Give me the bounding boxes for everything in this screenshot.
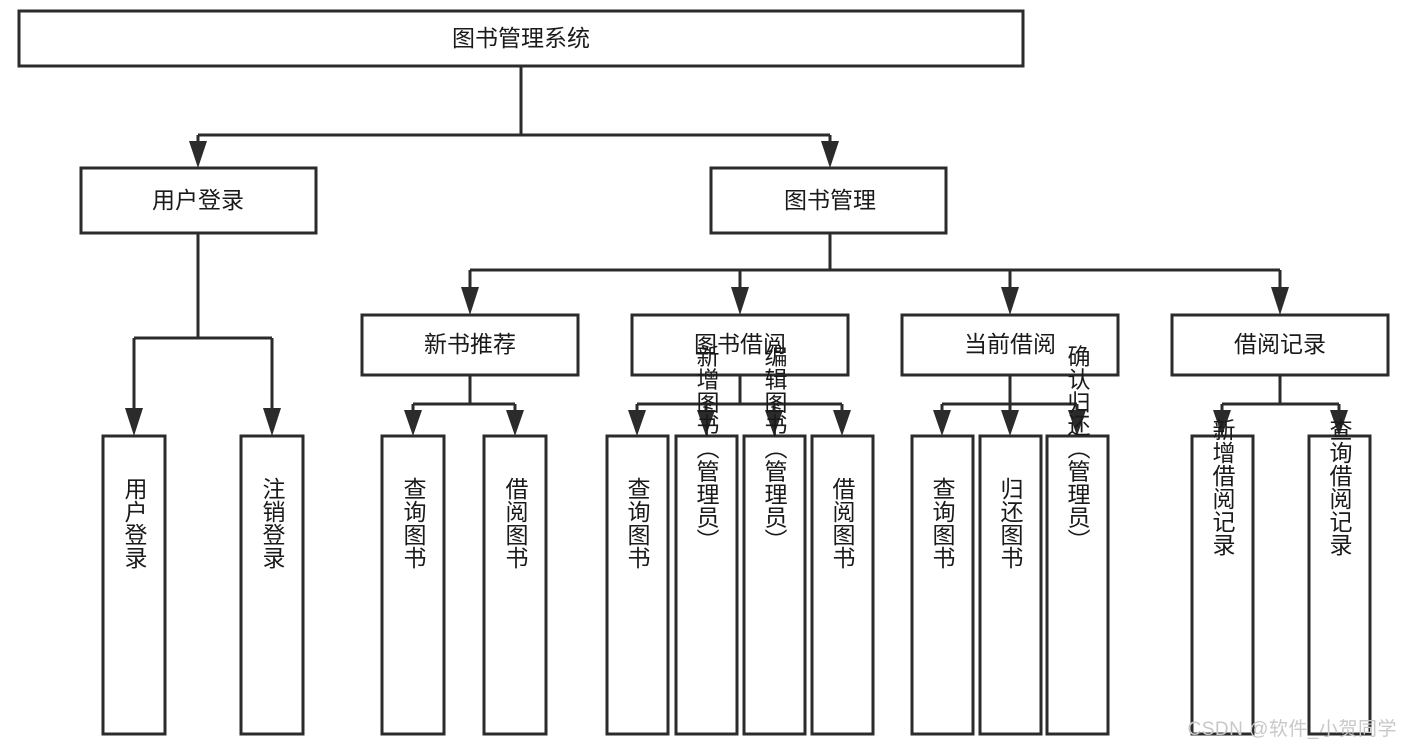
arrow-to-leaf-user-login — [125, 408, 143, 436]
arrow-to-leaf-return-book — [1001, 410, 1019, 436]
node-leaf-add-record-box[interactable] — [1190, 434, 1255, 736]
node-leaf-edit-book-label: 编辑图书（管理员） — [761, 345, 788, 552]
arrow-to-leaf-query-book-3 — [933, 410, 951, 436]
arrow-to-current-borrow — [1001, 287, 1019, 315]
arrow-to-new-book-rec — [461, 287, 479, 315]
node-new-book-rec-label: 新书推荐 — [424, 331, 516, 357]
node-leaf-query-book-3-label: 查询图书 — [929, 477, 956, 569]
node-leaf-query-record[interactable]: 查询借阅记录 — [1307, 418, 1372, 736]
node-leaf-query-record-box[interactable] — [1307, 434, 1372, 736]
arrow-to-leaf-query-book-2 — [628, 410, 646, 436]
node-leaf-query-book-2-label: 查询图书 — [624, 477, 651, 569]
node-leaf-query-book-2[interactable]: 查询图书 — [605, 434, 670, 736]
node-borrow-record[interactable]: 借阅记录 — [1170, 313, 1390, 377]
node-leaf-add-book-label: 新增图书（管理员） — [693, 345, 720, 552]
node-leaf-return-book[interactable]: 归还图书 — [978, 434, 1043, 736]
node-leaf-return-book-label: 归还图书 — [997, 477, 1024, 569]
node-user-login-box[interactable] — [79, 166, 318, 235]
node-leaf-confirm-return-box[interactable] — [1045, 434, 1110, 736]
node-new-book-rec[interactable]: 新书推荐 — [360, 313, 580, 377]
node-leaf-query-book-1[interactable]: 查询图书 — [380, 434, 446, 736]
node-leaf-query-book-1-box[interactable] — [380, 434, 446, 736]
node-book-borrow-box[interactable] — [630, 313, 850, 377]
node-book-mgmt[interactable]: 图书管理 — [709, 166, 948, 235]
node-root[interactable]: 图书管理系统 — [17, 9, 1025, 68]
arrow-to-leaf-query-record — [1330, 410, 1348, 436]
node-leaf-logout-box[interactable] — [239, 434, 305, 736]
node-leaf-logout[interactable]: 注销登录 — [239, 434, 305, 736]
arrow-to-user-login — [189, 141, 207, 168]
arrow-to-leaf-add-book — [697, 410, 715, 436]
arrow-to-leaf-add-record — [1213, 410, 1231, 436]
node-leaf-confirm-return[interactable]: 确认归还（管理员） — [1045, 345, 1110, 736]
node-current-borrow-box[interactable] — [900, 313, 1120, 377]
node-leaf-add-book[interactable]: 新增图书（管理员） — [674, 345, 739, 736]
arrow-to-leaf-logout — [263, 408, 281, 436]
node-leaf-confirm-return-label: 确认归还（管理员） — [1064, 345, 1091, 552]
node-leaf-borrow-book-1[interactable]: 借阅图书 — [482, 434, 548, 736]
edge-layer — [125, 66, 1348, 436]
node-leaf-edit-book[interactable]: 编辑图书（管理员） — [742, 345, 807, 736]
arrow-to-leaf-confirm-return — [1068, 410, 1086, 436]
node-leaf-borrow-book-1-label: 借阅图书 — [502, 477, 529, 569]
node-current-borrow[interactable]: 当前借阅 — [900, 313, 1120, 377]
node-user-login-label: 用户登录 — [152, 187, 244, 213]
arrow-to-leaf-borrow-book-1 — [506, 410, 524, 436]
node-leaf-query-record-label: 查询借阅记录 — [1326, 418, 1353, 556]
node-borrow-record-label: 借阅记录 — [1234, 331, 1326, 357]
node-leaf-query-book-1-label: 查询图书 — [400, 477, 427, 569]
node-leaf-add-record[interactable]: 新增借阅记录 — [1190, 418, 1255, 736]
node-leaf-borrow-book-1-box[interactable] — [482, 434, 548, 736]
csdn-watermark: CSDN @软件_小贺同学 — [1187, 719, 1397, 740]
node-leaf-edit-book-box[interactable] — [742, 434, 807, 736]
node-new-book-rec-box[interactable] — [360, 313, 580, 377]
arrow-to-book-borrow — [731, 287, 749, 315]
arrow-to-leaf-borrow-book-2 — [833, 410, 851, 436]
arrow-to-borrow-record — [1271, 287, 1289, 315]
node-leaf-user-login-label: 用户登录 — [121, 477, 148, 569]
node-leaf-logout-label: 注销登录 — [259, 477, 286, 569]
node-user-login[interactable]: 用户登录 — [79, 166, 318, 235]
node-leaf-borrow-book-2-box[interactable] — [810, 434, 875, 736]
node-leaf-add-record-label: 新增借阅记录 — [1209, 418, 1236, 556]
node-leaf-user-login[interactable]: 用户登录 — [101, 434, 167, 736]
node-book-borrow[interactable]: 图书借阅 — [630, 313, 850, 377]
arrow-to-book-mgmt — [821, 141, 839, 168]
node-book-mgmt-label: 图书管理 — [784, 187, 876, 213]
node-root-box[interactable] — [17, 9, 1025, 68]
node-leaf-query-book-2-box[interactable] — [605, 434, 670, 736]
arrow-to-leaf-edit-book — [765, 410, 783, 436]
node-leaf-query-book-3-box[interactable] — [910, 434, 975, 736]
node-root-label: 图书管理系统 — [452, 25, 590, 51]
node-borrow-record-box[interactable] — [1170, 313, 1390, 377]
node-book-borrow-label: 图书借阅 — [694, 331, 786, 357]
node-current-borrow-label: 当前借阅 — [964, 331, 1056, 357]
node-leaf-return-book-box[interactable] — [978, 434, 1043, 736]
node-book-mgmt-box[interactable] — [709, 166, 948, 235]
node-leaf-borrow-book-2-label: 借阅图书 — [829, 477, 856, 569]
node-leaf-add-book-box[interactable] — [674, 434, 739, 736]
node-leaf-borrow-book-2[interactable]: 借阅图书 — [810, 434, 875, 736]
node-leaf-user-login-box[interactable] — [101, 434, 167, 736]
node-leaf-query-book-3[interactable]: 查询图书 — [910, 434, 975, 736]
arrow-to-leaf-query-book-1 — [404, 410, 422, 436]
